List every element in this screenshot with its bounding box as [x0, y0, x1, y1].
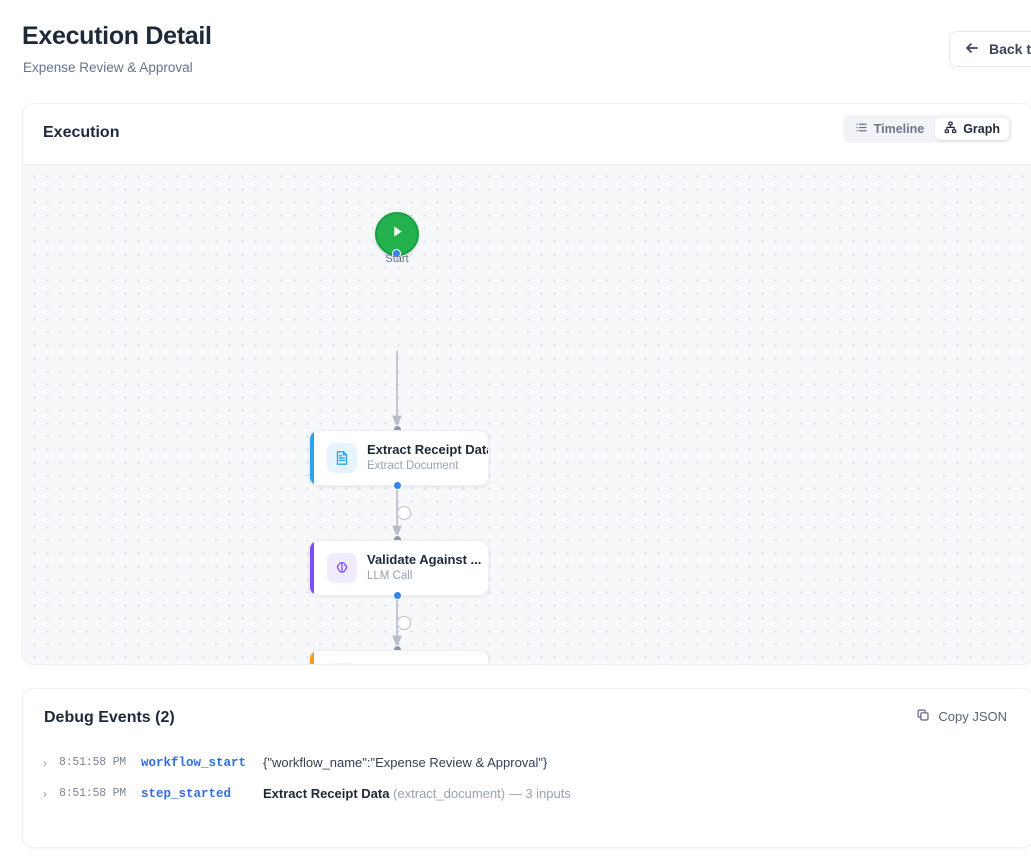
event-step-name: Extract Receipt Data — [263, 786, 390, 801]
page-header: Execution Detail Expense Review & Approv… — [0, 0, 1031, 88]
back-button-label: Back t — [989, 41, 1031, 57]
tab-timeline-label: Timeline — [873, 122, 925, 136]
event-timestamp: 8:51:58 PM — [59, 756, 127, 769]
list-icon — [855, 121, 868, 137]
graph-node-start[interactable] — [375, 212, 419, 256]
node-accent-bar — [310, 651, 314, 664]
debug-event-row[interactable]: › 8:51:58 PM step_started Extract Receip… — [23, 778, 1031, 809]
start-node-label: Start — [385, 253, 409, 265]
branch-icon — [327, 663, 357, 664]
debug-event-row[interactable]: › 8:51:58 PM workflow_start {"workflow_n… — [23, 747, 1031, 778]
page-subtitle: Expense Review & Approval — [23, 60, 193, 75]
event-type[interactable]: step_started — [141, 786, 232, 801]
chevron-right-icon[interactable]: › — [43, 755, 47, 770]
chevron-right-icon[interactable]: › — [43, 786, 47, 801]
graph-node-validate-against[interactable]: Validate Against ... LLM Call — [309, 540, 489, 596]
event-detail-payload: {"workflow_name":"Expense Review & Appro… — [263, 755, 548, 770]
tab-graph-label: Graph — [963, 122, 1000, 136]
graph-icon — [944, 121, 957, 137]
event-timestamp: 8:51:58 PM — [59, 787, 127, 800]
execution-card-header: Execution Timeline — [23, 104, 1031, 162]
tab-timeline[interactable]: Timeline — [846, 118, 933, 140]
debug-events-card: Debug Events (2) Copy JSON › 8:51:58 PM … — [22, 688, 1031, 848]
execution-title: Execution — [43, 124, 120, 141]
event-type[interactable]: workflow_start — [141, 755, 247, 770]
event-step-inputs: — 3 inputs — [508, 786, 571, 801]
node-type: Extract Document — [367, 460, 459, 472]
arrow-left-icon — [964, 40, 980, 59]
start-output-port[interactable] — [392, 249, 401, 258]
debug-events-list: › 8:51:58 PM workflow_start {"workflow_n… — [23, 747, 1031, 809]
document-icon — [327, 443, 357, 473]
node-text: Validate Against ... LLM Call — [367, 552, 481, 584]
copy-icon — [916, 708, 930, 725]
node-label: Extract Receipt Data — [367, 442, 489, 457]
debug-events-title: Debug Events (2) — [44, 709, 175, 726]
view-toggle[interactable]: Timeline Graph — [842, 115, 1012, 143]
copy-json-button[interactable]: Copy JSON — [910, 704, 1013, 729]
debug-events-header: Debug Events (2) Copy JSON — [23, 689, 1031, 747]
play-icon — [389, 223, 406, 245]
graph-canvas[interactable]: Start Extract Receipt Data Extract Docum… — [24, 164, 1031, 664]
copy-json-label: Copy JSON — [938, 709, 1007, 724]
brain-icon — [327, 553, 357, 583]
tab-graph[interactable]: Graph — [935, 118, 1009, 140]
node-accent-bar — [310, 431, 314, 485]
graph-edges — [392, 351, 412, 648]
back-button[interactable]: Back t — [949, 31, 1031, 67]
page-title: Execution Detail — [22, 22, 212, 50]
node-label: Route by Amount — [367, 662, 475, 664]
node-text: Extract Receipt Data Extract Document — [367, 442, 488, 474]
event-step-id: (extract_document) — [393, 786, 506, 801]
graph-node-extract-receipt-data[interactable]: Extract Receipt Data Extract Document — [309, 430, 489, 486]
execution-card: Execution Timeline — [22, 103, 1031, 665]
event-detail: Extract Receipt Data (extract_document) … — [263, 786, 571, 801]
node-label: Validate Against ... — [367, 552, 482, 567]
node-accent-bar — [310, 541, 314, 595]
node-type: LLM Call — [367, 570, 413, 582]
graph-node-route-by-amount[interactable]: Route by Amount Branch — [309, 650, 489, 664]
event-detail: {"workflow_name":"Expense Review & Appro… — [263, 755, 547, 770]
node-extract-output-port[interactable] — [392, 481, 402, 490]
node-text: Route by Amount Branch — [367, 662, 475, 664]
node-validate-output-port[interactable] — [392, 591, 402, 600]
